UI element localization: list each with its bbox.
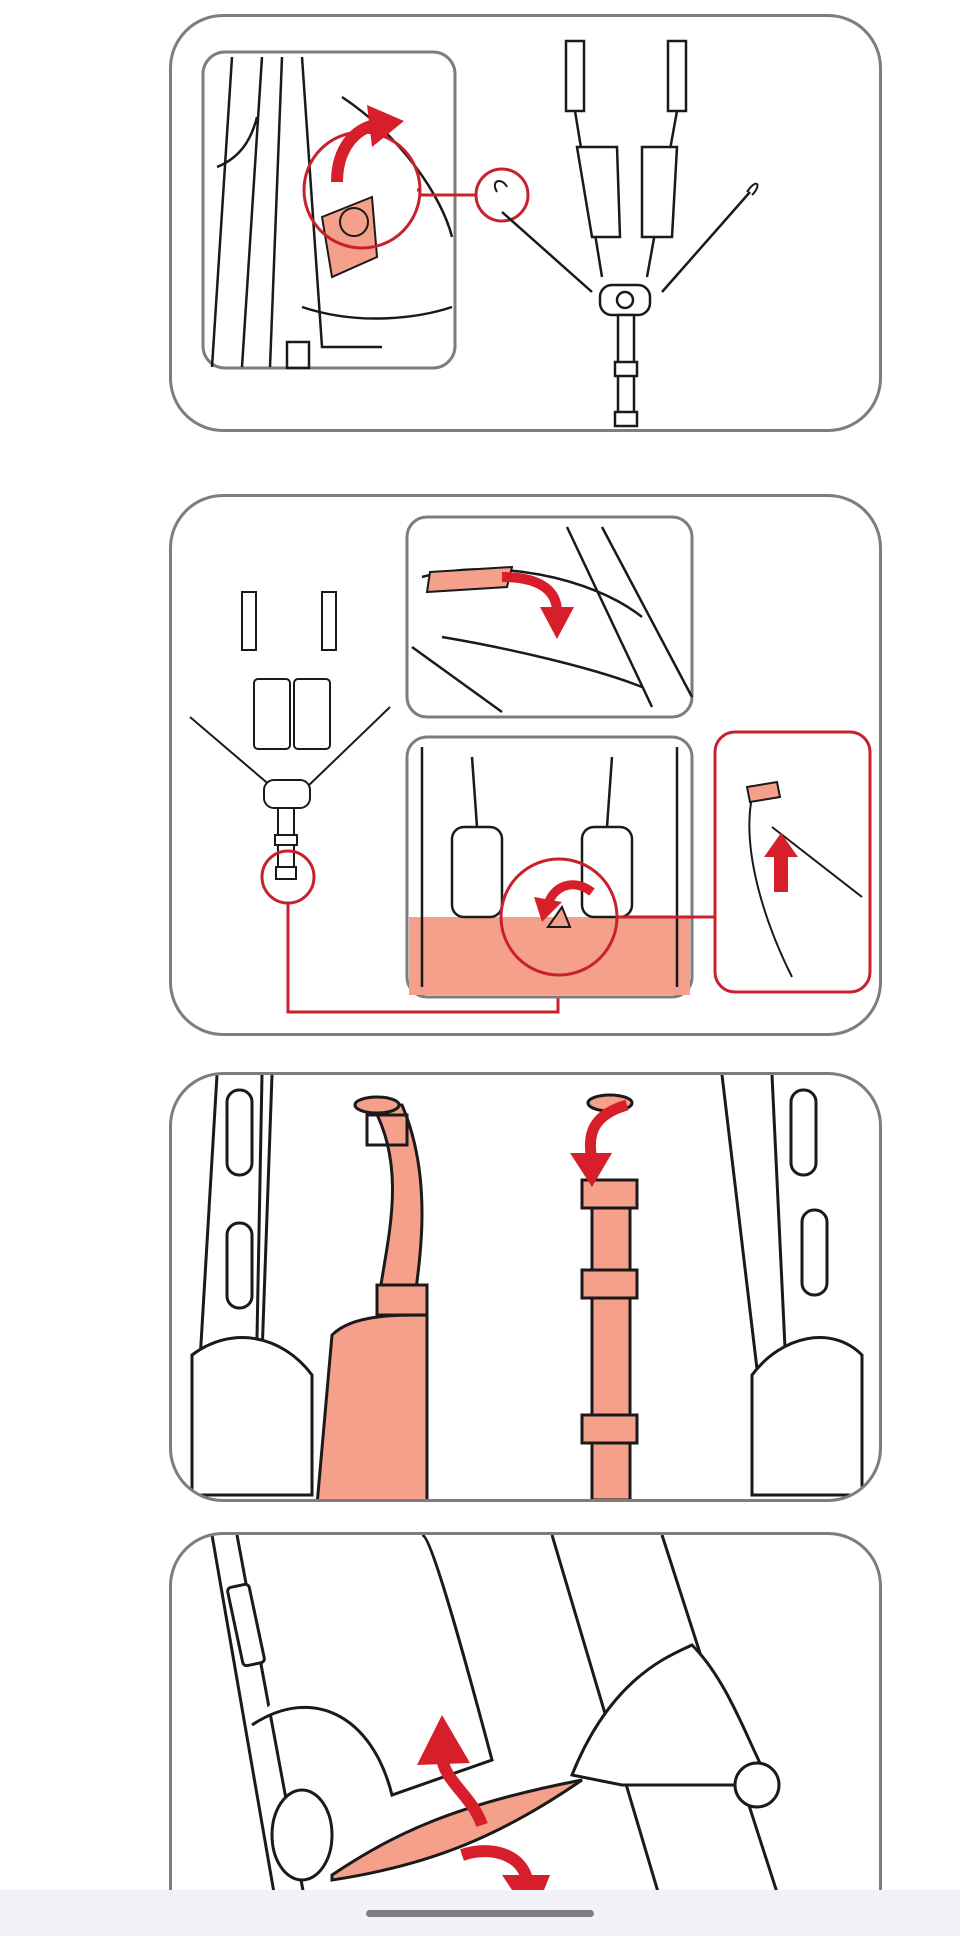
arrow-up-curved-icon xyxy=(417,1715,488,1828)
five-point-harness xyxy=(501,39,751,428)
step-1-illustration xyxy=(201,39,759,428)
instruction-panel-step-2 xyxy=(169,494,882,1036)
hand-detail-inset xyxy=(713,730,872,994)
right-shoulder-strap xyxy=(580,1093,639,1499)
instruction-panel-step-4 xyxy=(169,1532,882,1936)
step-4-illustration xyxy=(210,1535,793,1936)
five-point-harness xyxy=(189,591,391,880)
arrow-up-curved-icon xyxy=(331,105,404,183)
left-shoulder-strap xyxy=(316,1095,429,1499)
arrow-down-curved-icon xyxy=(501,572,574,639)
instruction-panel-step-3 xyxy=(169,1072,882,1502)
gesture-pill-icon[interactable] xyxy=(366,1910,594,1917)
stroller-frame-detail xyxy=(210,56,454,370)
arrow-down-curved-icon xyxy=(570,1099,629,1187)
detail-inset-frame xyxy=(201,50,457,370)
seat-pocket-fill xyxy=(330,1778,583,1882)
arrow-left-curved-icon xyxy=(534,880,595,922)
callout-circle-small xyxy=(474,167,530,223)
arrow-up-straight-icon xyxy=(764,833,798,892)
strap-buckle-detail xyxy=(320,195,379,279)
step-2-illustration xyxy=(189,515,872,1014)
seat-base-fill xyxy=(409,917,690,995)
step-3-illustration xyxy=(190,1075,864,1499)
instruction-panel-step-1 xyxy=(169,14,882,432)
